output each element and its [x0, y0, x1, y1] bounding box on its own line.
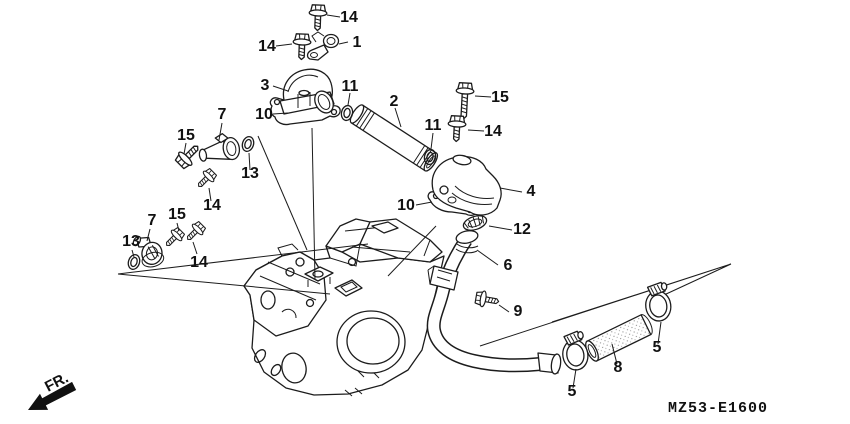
callout-14-right: 14 — [484, 123, 502, 140]
callout-1: 1 — [353, 34, 362, 51]
part-hose-clamp-left — [558, 329, 591, 373]
callout-4: 4 — [527, 183, 536, 200]
part-bolt-14-lower — [182, 219, 208, 245]
callout-15-upper-left: 15 — [177, 127, 195, 144]
callout-5-left: 5 — [568, 383, 577, 400]
part-bolt-15-lower — [161, 225, 187, 251]
diagram-code: MZ53-E1600 — [668, 400, 768, 417]
callout-10-left: 10 — [255, 106, 273, 123]
part-o-ring-13-upper — [239, 134, 257, 154]
part-bolt-15-right — [454, 81, 475, 121]
callout-3: 3 — [261, 77, 270, 94]
part-hose-joint-lower — [132, 235, 165, 268]
callout-7-upper: 7 — [218, 106, 227, 123]
part-hose-joint-upper — [198, 132, 241, 162]
fr-direction-arrow-icon: FR. — [28, 369, 77, 410]
callout-11-left: 11 — [342, 78, 359, 95]
callout-11-right: 11 — [425, 117, 442, 134]
part-water-hose — [585, 313, 653, 362]
callout-7-lower: 7 — [148, 212, 157, 229]
part-stay-bracket — [306, 31, 340, 61]
callout-14-mid: 14 — [203, 197, 221, 214]
callout-10-right: 10 — [397, 197, 415, 214]
callout-15-lower: 15 — [168, 206, 186, 223]
callout-9: 9 — [514, 303, 523, 320]
part-water-pipe — [426, 230, 562, 375]
callout-5-right: 5 — [653, 339, 662, 356]
part-hose-clamp-right — [642, 280, 674, 324]
projection-lines — [117, 127, 732, 347]
callout-14-cover: 14 — [258, 38, 276, 55]
part-bolt-14-top — [307, 4, 328, 32]
callout-2: 2 — [390, 93, 399, 110]
callout-6: 6 — [504, 257, 513, 274]
callout-13-upper: 13 — [241, 165, 259, 182]
callout-15-right: 15 — [491, 89, 509, 106]
engine-assembly — [243, 218, 445, 397]
part-bolt-14-mid — [193, 166, 219, 192]
callout-12: 12 — [513, 221, 531, 238]
part-bolt-9 — [474, 289, 501, 310]
callout-labels: 14 1 14 3 11 2 10 15 14 11 4 10 12 6 9 7… — [122, 9, 661, 400]
part-joint-pipe — [349, 104, 439, 172]
part-elbow-joint — [431, 154, 502, 216]
callout-leaders — [131, 14, 662, 389]
part-bolt-14-right — [446, 114, 467, 143]
callout-13-lower: 13 — [122, 233, 140, 250]
callout-14-top: 14 — [340, 9, 358, 26]
part-thermostat-cover — [279, 68, 335, 115]
part-seal-ring-12 — [462, 215, 488, 231]
callout-14-lower: 14 — [190, 254, 208, 271]
callout-8: 8 — [614, 359, 623, 376]
